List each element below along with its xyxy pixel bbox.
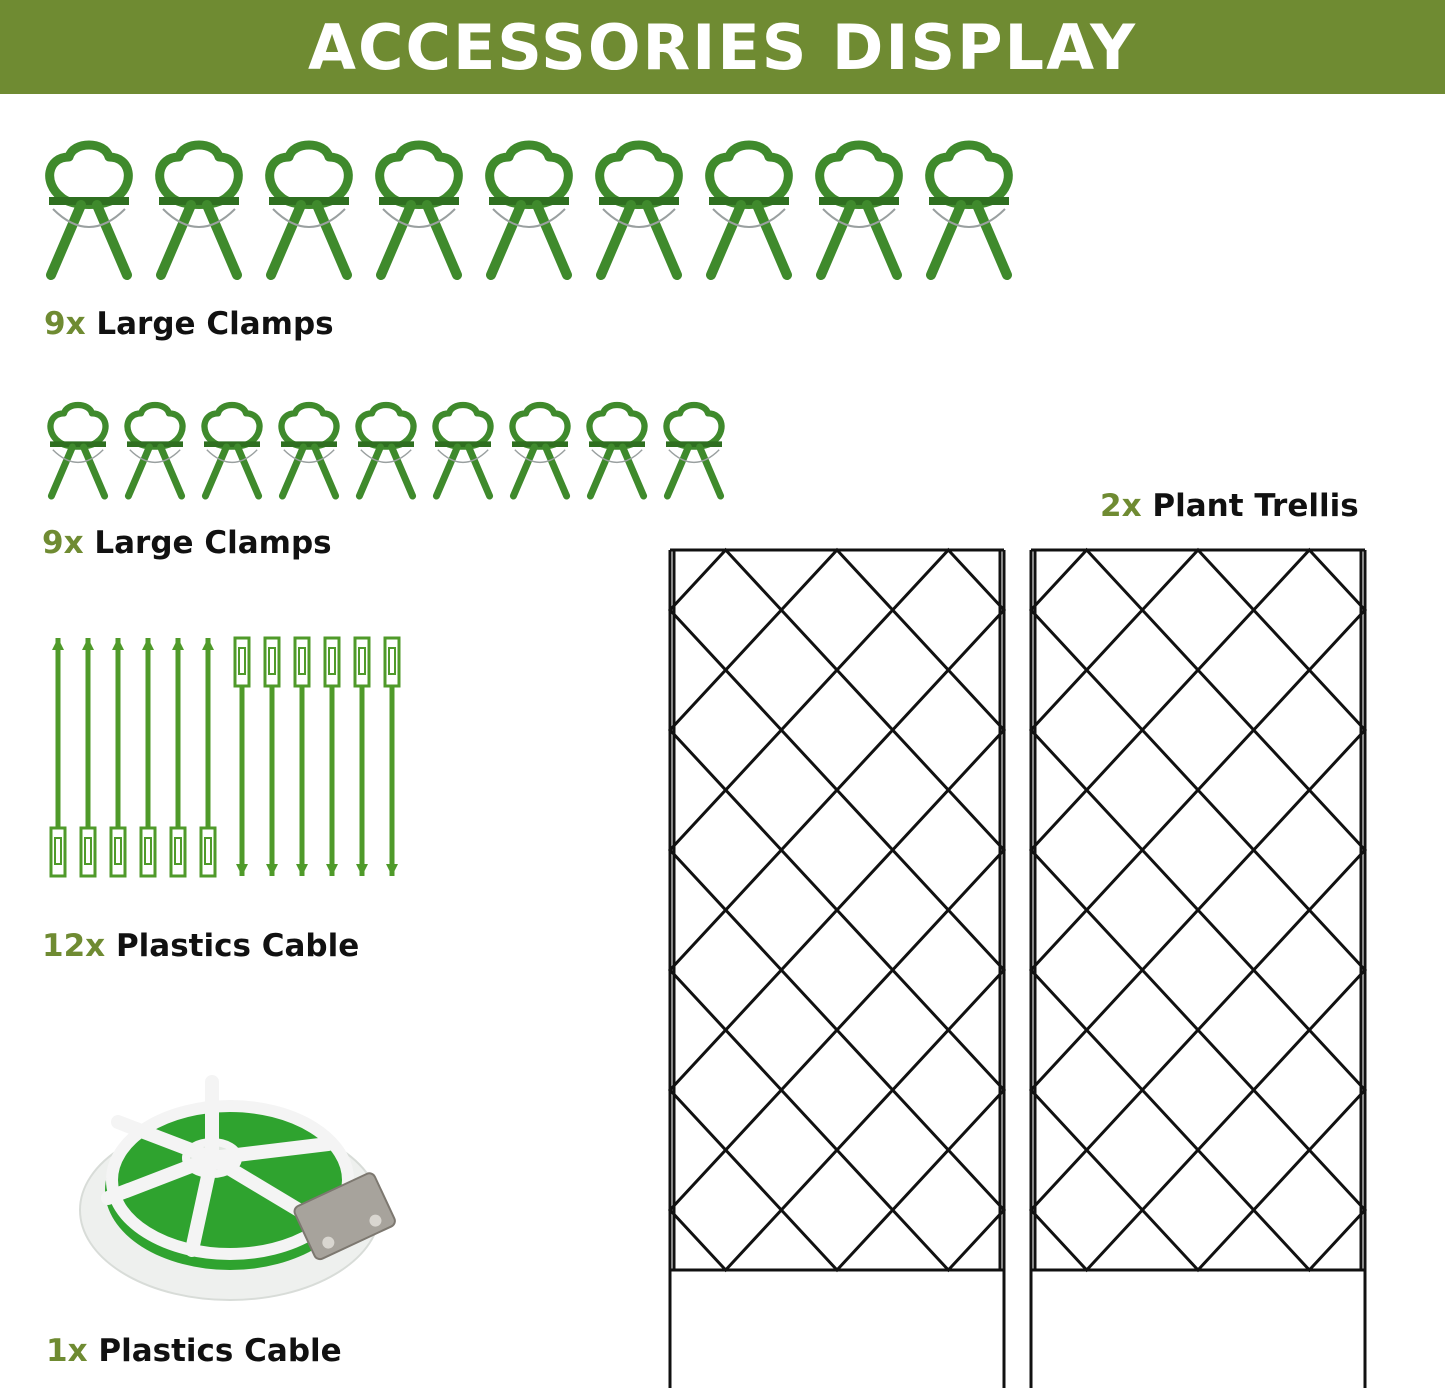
plastic-ties-label: Plastics Cable bbox=[115, 928, 360, 964]
trellis-group bbox=[667, 547, 1368, 1388]
plastic-ties-group bbox=[51, 638, 399, 876]
plant-clip-icon bbox=[49, 145, 129, 275]
trellis-caption: 2x Plant Trellis bbox=[1100, 488, 1359, 524]
cable-tie-icon bbox=[295, 638, 309, 876]
plant-clip-icon bbox=[127, 405, 183, 496]
plastic-ties-caption: 12x Plastics Cable bbox=[42, 928, 359, 964]
small-clamps-label: Large Clamps bbox=[94, 525, 332, 561]
small-clamps-qty: 9x bbox=[42, 525, 84, 561]
plastic-ties-qty: 12x bbox=[42, 928, 106, 964]
plant-clip-icon bbox=[709, 145, 789, 275]
banner: ACCESSORIES DISPLAY bbox=[0, 0, 1445, 94]
trellis-qty: 2x bbox=[1100, 488, 1142, 524]
plant-clip-icon bbox=[489, 145, 569, 275]
plant-clip-icon bbox=[599, 145, 679, 275]
plant-clip-icon bbox=[929, 145, 1009, 275]
large-clamps-label: Large Clamps bbox=[96, 306, 334, 342]
large-clamps-qty: 9x bbox=[44, 306, 86, 342]
tie-wire-caption: 1x Plastics Cable bbox=[46, 1333, 342, 1369]
tie-wire-qty: 1x bbox=[46, 1333, 88, 1369]
trellis-icon bbox=[667, 547, 1007, 1388]
cable-tie-icon bbox=[265, 638, 279, 876]
cable-tie-icon bbox=[385, 638, 399, 876]
cable-tie-icon bbox=[201, 638, 215, 876]
plant-clip-icon bbox=[204, 405, 260, 496]
large-clamps-caption: 9x Large Clamps bbox=[44, 306, 334, 342]
cable-tie-icon bbox=[111, 638, 125, 876]
large-clamps-group bbox=[49, 145, 1009, 275]
tie-wire-spool-icon bbox=[79, 1075, 396, 1301]
plant-clip-icon bbox=[819, 145, 899, 275]
banner-title: ACCESSORIES DISPLAY bbox=[307, 10, 1138, 84]
plant-clip-icon bbox=[269, 145, 349, 275]
plant-clip-icon bbox=[666, 405, 722, 496]
small-clamps-group bbox=[50, 405, 722, 496]
plant-clip-icon bbox=[379, 145, 459, 275]
cable-tie-icon bbox=[81, 638, 95, 876]
small-clamps-caption: 9x Large Clamps bbox=[42, 525, 332, 561]
cable-tie-icon bbox=[51, 638, 65, 876]
tie-wire-label: Plastics Cable bbox=[98, 1333, 342, 1369]
trellis-label: Plant Trellis bbox=[1152, 488, 1359, 524]
plant-clip-icon bbox=[50, 405, 106, 496]
cable-tie-icon bbox=[141, 638, 155, 876]
cable-tie-icon bbox=[355, 638, 369, 876]
plant-clip-icon bbox=[281, 405, 337, 496]
cable-tie-icon bbox=[171, 638, 185, 876]
plant-clip-icon bbox=[512, 405, 568, 496]
plant-clip-icon bbox=[589, 405, 645, 496]
cable-tie-icon bbox=[235, 638, 249, 876]
trellis-icon bbox=[1028, 547, 1368, 1388]
plant-clip-icon bbox=[159, 145, 239, 275]
plant-clip-icon bbox=[358, 405, 414, 496]
cable-tie-icon bbox=[325, 638, 339, 876]
plant-clip-icon bbox=[435, 405, 491, 496]
